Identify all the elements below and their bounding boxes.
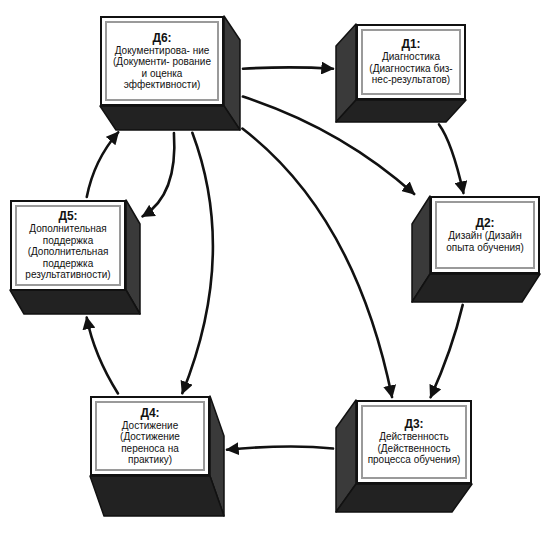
box-side [10,290,140,314]
flow-arrow [182,133,213,393]
box-heading: Д2: [475,217,494,230]
box-text: Достижение (Достижение переноса на практ… [101,420,199,466]
flow-arrow [87,132,118,197]
box-heading: Д4: [140,407,159,420]
box-heading: Д3: [404,418,423,431]
box-heading: Д1: [401,38,420,51]
box-text: Действенность (Действенность процесса об… [367,431,461,466]
box-side [100,106,240,130]
box-side [336,100,466,122]
flow-arrow [87,317,118,393]
flow-arrow [242,129,392,398]
box-text: Диагностика (Диагностика биз- нес-резуль… [367,51,455,86]
box-heading: Д5: [58,210,77,223]
process-box: Д4:Достижение (Достижение переноса на пр… [90,396,210,476]
box-text: Дополнительная поддержка (Дополнительная… [21,223,115,281]
process-box: Д5:Дополнительная поддержка (Дополнитель… [10,200,126,291]
flow-arrow [143,133,175,216]
box-text: Дизайн (Дизайн опыта обучения) [441,230,529,253]
flow-arrow [227,447,333,450]
flow-arrow [243,97,414,194]
flow-arrow [439,124,463,193]
flow-arrow [431,305,463,397]
box-side [90,476,224,516]
process-box: Д1:Диагностика (Диагностика биз- нес-рез… [356,24,466,100]
flow-arrow [243,67,333,68]
process-box: Д6:Документирова- ние (Документи- ровани… [100,16,224,106]
process-box: Д2:Дизайн (Дизайн опыта обучения) [430,196,540,274]
box-text: Документирова- ние (Документи- рование и… [111,45,213,91]
process-box: Д3:Действенность (Действенность процесса… [356,400,472,484]
box-heading: Д6: [152,32,171,45]
box-side [336,484,472,512]
box-side [412,274,540,302]
